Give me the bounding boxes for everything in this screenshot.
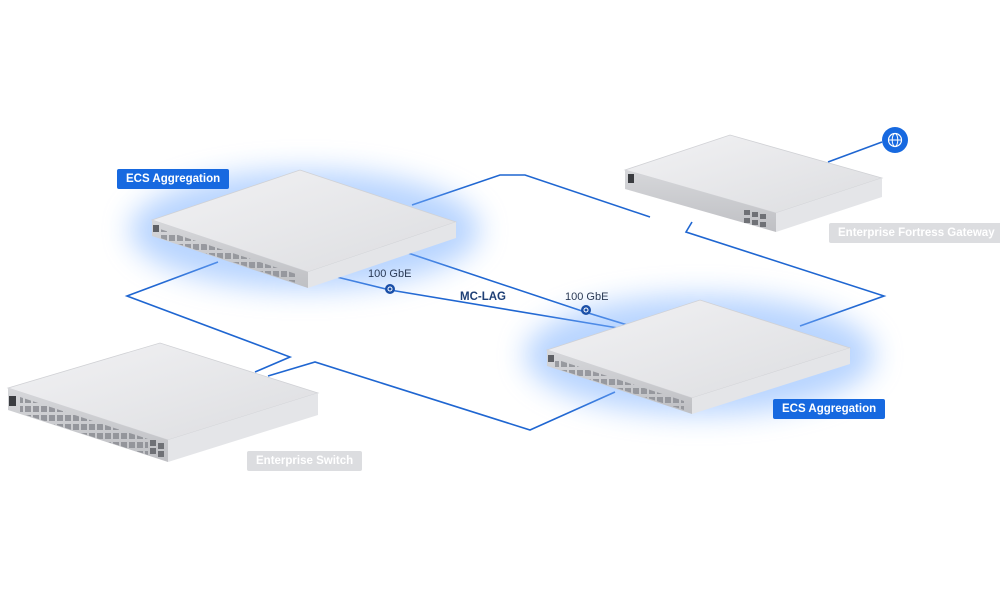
- enterprise-switch-device[interactable]: [6, 342, 320, 462]
- gateway-ports: [744, 210, 766, 227]
- link-agg-top-to-switch: [124, 261, 293, 373]
- ecs-aggregation-top-label: ECS Aggregation: [117, 169, 230, 189]
- switch-sfp-ports: [150, 440, 164, 457]
- console-port-icon: [153, 225, 159, 232]
- ecs-aggregation-bottom-label: ECS Aggregation: [773, 399, 886, 419]
- link-chain-icon[interactable]: [581, 305, 591, 315]
- link-agg-top-to-gateway: [411, 174, 651, 218]
- fortress-gateway-label: Enterprise Fortress Gateway: [829, 223, 1000, 243]
- link-speed-label: 100 GbE: [565, 291, 609, 303]
- link-switch-to-agg-bottom: [267, 361, 616, 431]
- switch-power-icon: [9, 396, 16, 406]
- console-port-icon: [548, 355, 554, 362]
- link-speed-label: 100 GbE: [368, 268, 412, 280]
- mclag-label: MC-LAG: [460, 291, 506, 303]
- globe-icon[interactable]: [882, 127, 908, 153]
- ecs-aggregation-bottom-device[interactable]: [545, 299, 852, 414]
- enterprise-switch-label: Enterprise Switch: [247, 451, 363, 471]
- fortress-gateway-device[interactable]: [623, 134, 884, 232]
- link-chain-icon[interactable]: [385, 284, 395, 294]
- ecs-aggregation-top-device[interactable]: [150, 169, 458, 288]
- gateway-power-icon: [628, 174, 634, 183]
- link-gateway-to-internet: [827, 141, 883, 163]
- link-gateway-to-agg-bottom: [684, 221, 887, 327]
